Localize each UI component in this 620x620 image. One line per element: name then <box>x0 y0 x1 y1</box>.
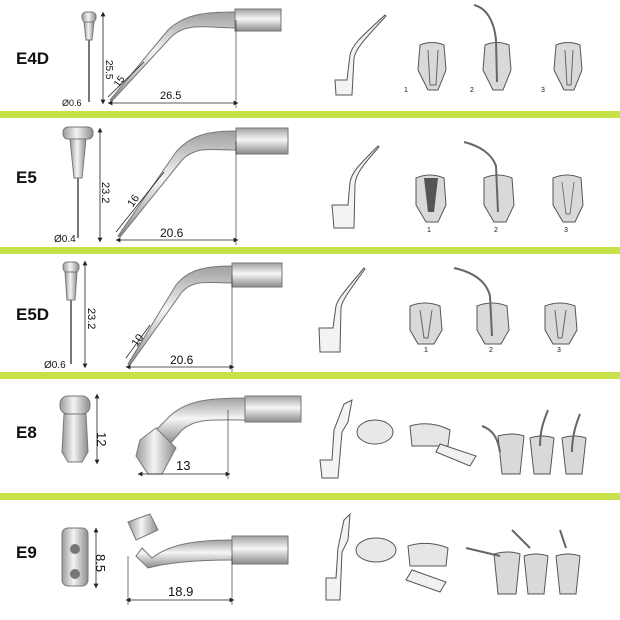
tip-front-view <box>61 527 89 587</box>
horizontal-label: 26.5 <box>160 90 181 102</box>
length-label: 25.5 <box>103 60 114 80</box>
row-e8: E8 12 13 <box>16 393 587 479</box>
tip-side-view <box>127 262 283 366</box>
svg-text:3: 3 <box>564 227 568 234</box>
tip-code: E5 <box>16 168 37 187</box>
tip-code: E9 <box>16 543 37 562</box>
height-label: 8.5 <box>93 554 108 572</box>
svg-text:1: 1 <box>427 227 431 234</box>
length-label: 23.2 <box>85 308 97 329</box>
svg-text:2: 2 <box>470 87 474 94</box>
tip-side-view <box>109 8 282 102</box>
tooth-stage-illustration: 1 2 3 <box>415 141 584 234</box>
handpiece-illustration <box>318 267 366 353</box>
separator-bar <box>0 372 620 379</box>
tip-front-view <box>59 395 91 463</box>
row-e5d: E5D 23.2 Ø0.6 20.6 10 1 2 3 <box>16 260 578 372</box>
handpiece-illustration <box>331 145 380 229</box>
svg-text:1: 1 <box>404 87 408 94</box>
diameter-label: Ø0.6 <box>62 98 82 108</box>
row-e4d: E4D 25.5 Ø0.6 26.5 15 1 2 <box>16 4 583 108</box>
tip-front-view <box>62 126 94 238</box>
row-e5: E5 23.2 Ø0.4 20.6 16 1 2 3 <box>16 126 584 245</box>
angled-length-label: 10 <box>129 332 146 349</box>
horizontal-label: 20.6 <box>160 226 184 240</box>
horizontal-label: 20.6 <box>170 353 194 367</box>
procedure-illustration <box>319 399 587 479</box>
tip-side-view <box>127 513 289 569</box>
separator-bar <box>0 493 620 500</box>
tooth-stage-illustration: 1 2 3 <box>404 4 583 94</box>
separator-bar <box>0 247 620 254</box>
tip-code: E4D <box>16 49 49 68</box>
tip-code: E5D <box>16 305 49 324</box>
svg-text:1: 1 <box>424 347 428 354</box>
tip-side-view <box>117 127 289 238</box>
horizontal-label: 13 <box>176 458 190 473</box>
tip-side-view <box>135 395 302 475</box>
row-e9: E9 8.5 18.9 <box>16 512 581 605</box>
svg-text:2: 2 <box>494 227 498 234</box>
svg-text:3: 3 <box>541 87 545 94</box>
svg-text:3: 3 <box>557 347 561 354</box>
height-label: 12 <box>94 432 109 446</box>
svg-text:2: 2 <box>489 347 493 354</box>
handpiece-illustration <box>334 14 387 96</box>
angled-length-label: 16 <box>125 193 142 210</box>
separator-bar <box>0 111 620 118</box>
length-label: 23.2 <box>99 182 111 203</box>
procedure-illustration <box>325 512 581 601</box>
diameter-label: Ø0.4 <box>54 234 76 245</box>
diameter-label: Ø0.6 <box>44 360 66 371</box>
tip-front-view <box>81 11 97 102</box>
horizontal-label: 18.9 <box>168 584 193 599</box>
tip-code: E8 <box>16 423 37 442</box>
tip-front-view <box>62 261 80 364</box>
tooth-stage-illustration: 1 2 3 <box>409 267 578 354</box>
